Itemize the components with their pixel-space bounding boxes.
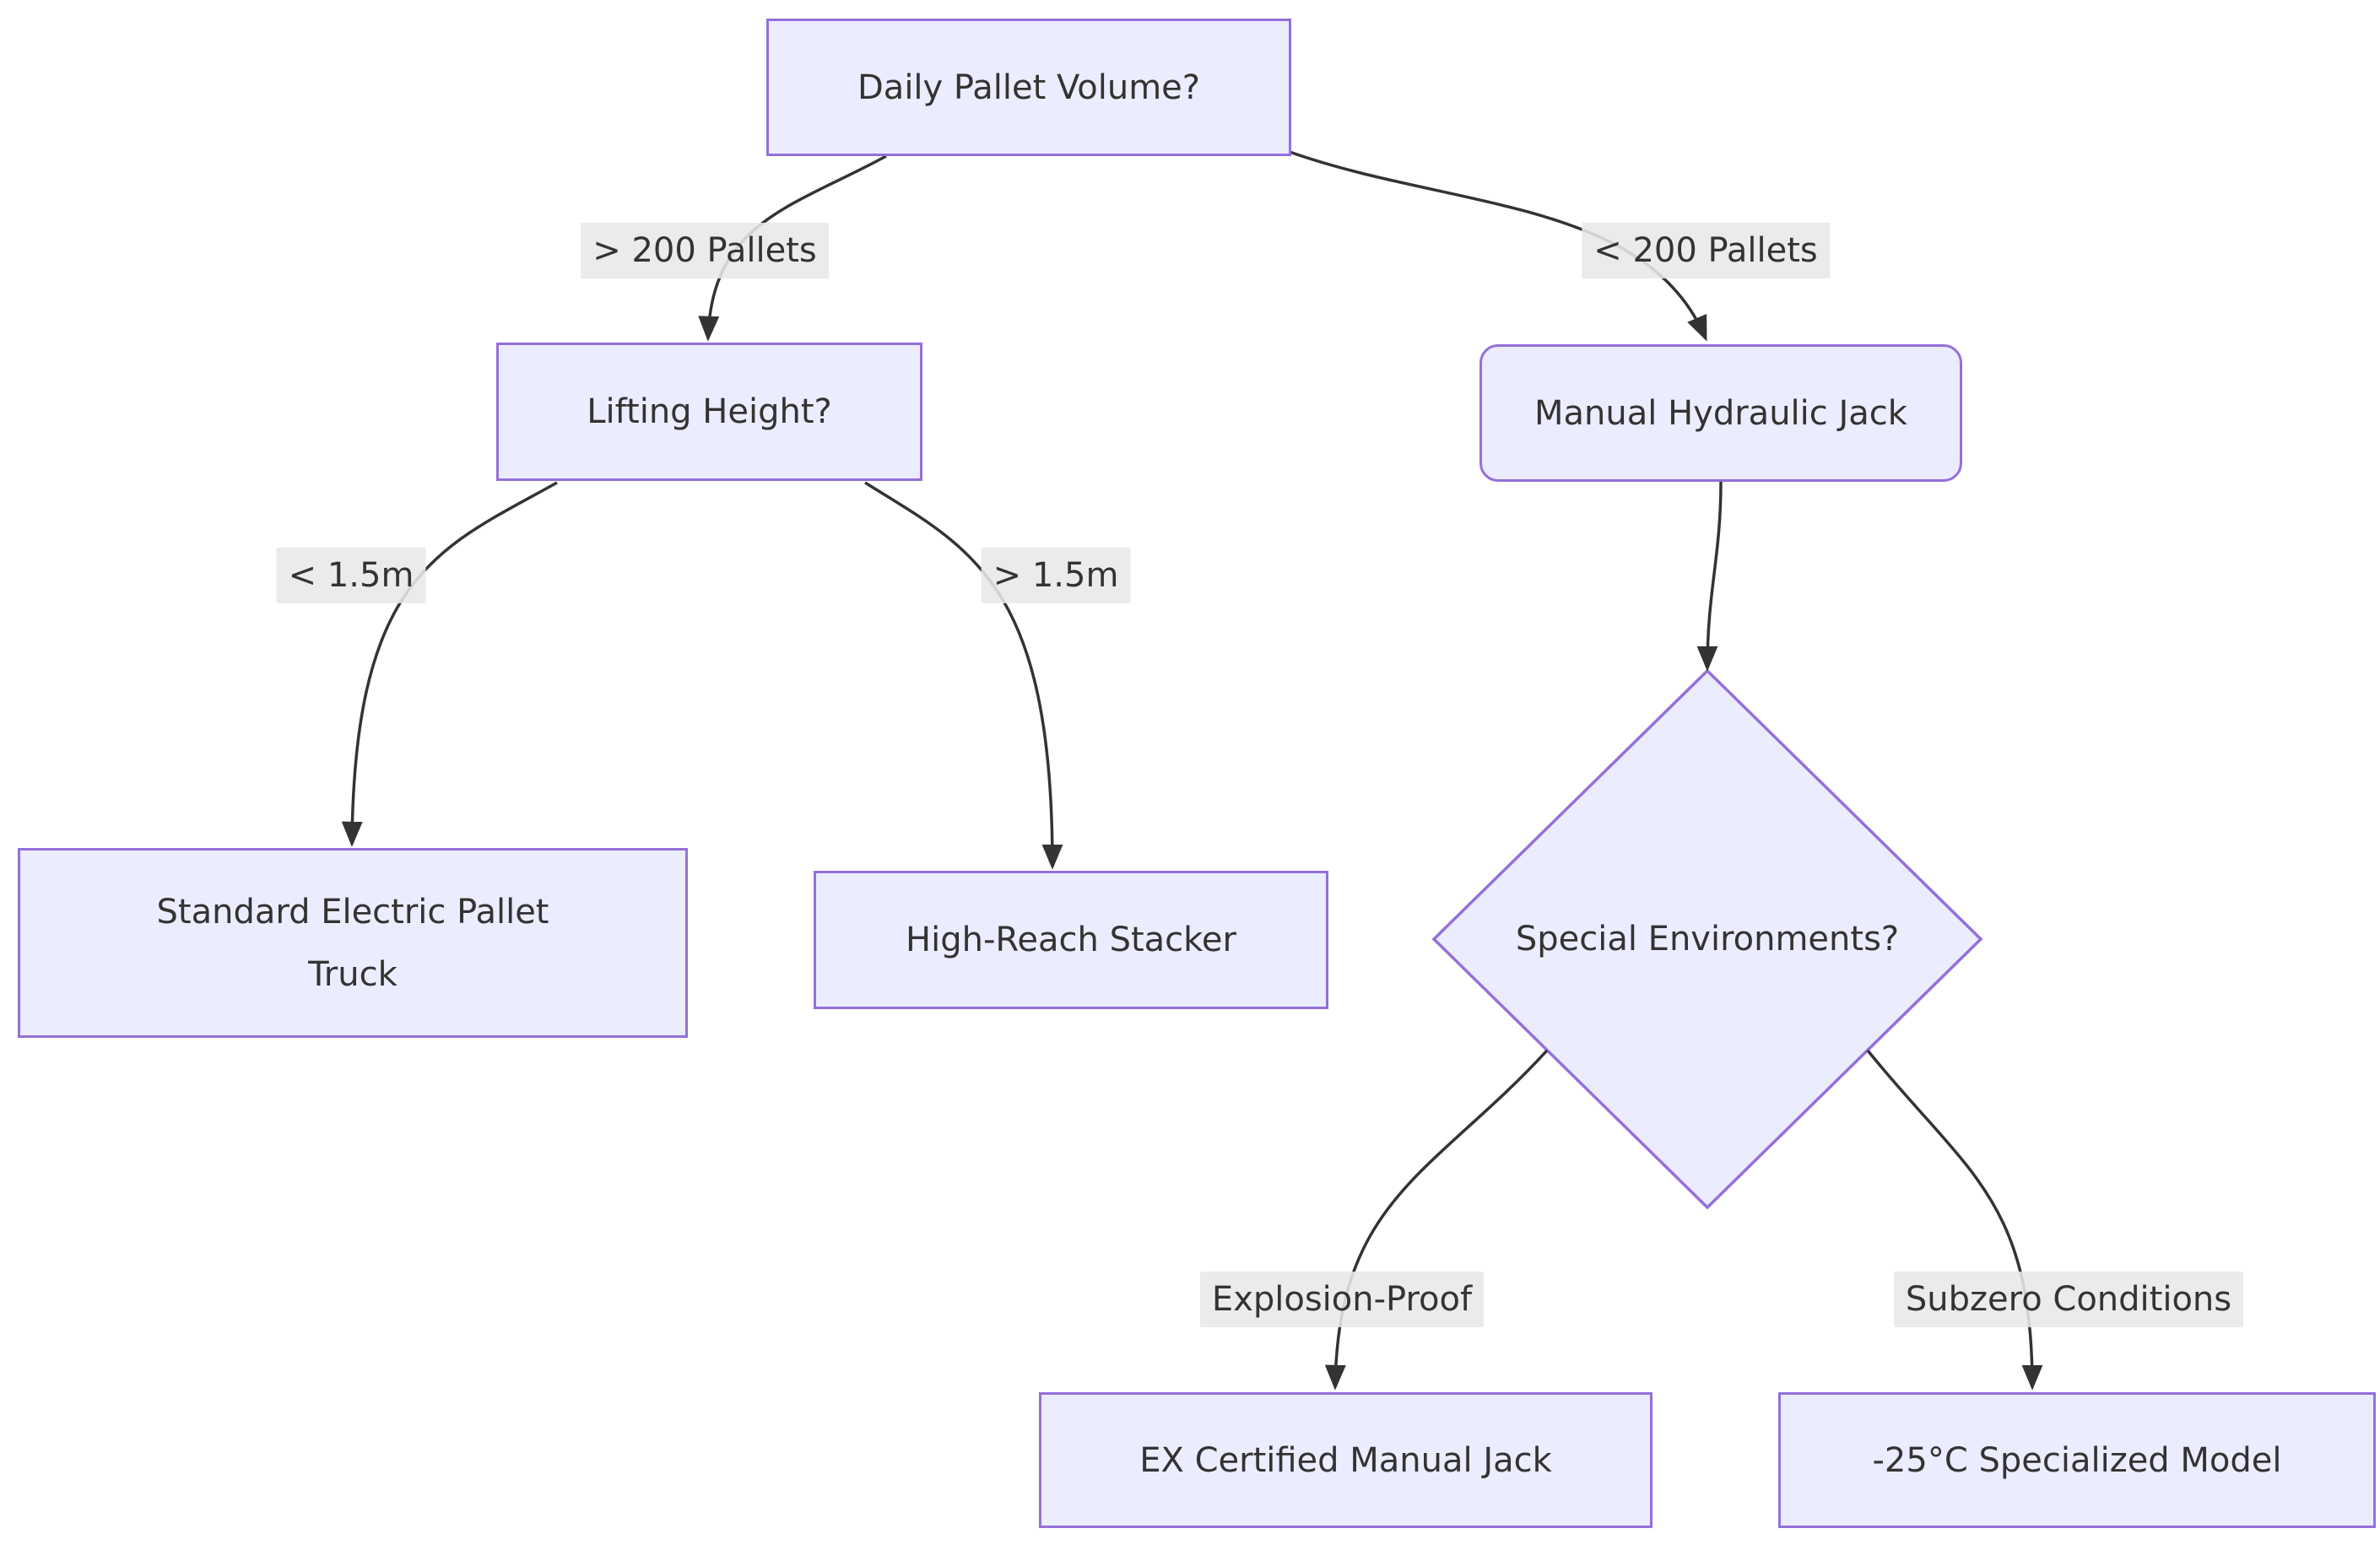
node-daily-pallet-volume: Daily Pallet Volume? bbox=[766, 19, 1291, 156]
node-special-environments-label: Special Environments? bbox=[1515, 920, 1900, 959]
edge-label-lt-200-pallets: < 200 Pallets bbox=[1582, 223, 1830, 278]
edge-label-explosion-proof: Explosion-Proof bbox=[1199, 1272, 1485, 1327]
node-standard-electric-pallet-truck-line1: Standard Electric Pallet bbox=[156, 892, 549, 932]
node-standard-electric-pallet-truck: Standard Electric Pallet Truck bbox=[18, 848, 688, 1038]
node-high-reach-stacker-label: High-Reach Stacker bbox=[906, 921, 1236, 959]
node-manual-hydraulic-jack-label: Manual Hydraulic Jack bbox=[1534, 393, 1907, 433]
edge-label-gt-200-pallets: > 200 Pallets bbox=[581, 223, 829, 278]
edge-label-subzero-conditions: Subzero Conditions bbox=[1893, 1272, 2244, 1327]
node-lifting-height: Lifting Height? bbox=[496, 343, 922, 481]
edge-lifting-to-standard-truck bbox=[341, 481, 558, 847]
node-standard-electric-pallet-truck-line2: Truck bbox=[308, 954, 398, 994]
edge-manual-jack-to-special-env bbox=[1696, 481, 1723, 672]
edge-special-env-to-subzero-model bbox=[1866, 1049, 2043, 1391]
edge-special-env-to-ex-jack bbox=[1324, 1049, 1549, 1391]
node-high-reach-stacker: High-Reach Stacker bbox=[814, 871, 1328, 1009]
edge-label-lt-1-5m: < 1.5m bbox=[276, 548, 426, 603]
edge-lifting-to-high-reach bbox=[864, 481, 1063, 870]
node-lifting-height-label: Lifting Height? bbox=[587, 392, 832, 431]
node-ex-certified-manual-jack-label: EX Certified Manual Jack bbox=[1139, 1440, 1552, 1480]
edge-daily-to-lifting bbox=[698, 154, 887, 342]
node-manual-hydraulic-jack: Manual Hydraulic Jack bbox=[1479, 344, 1962, 482]
node-subzero-specialized-model: -25°C Specialized Model bbox=[1778, 1392, 2376, 1528]
node-daily-pallet-volume-label: Daily Pallet Volume? bbox=[857, 68, 1200, 107]
edge-label-gt-1-5m: > 1.5m bbox=[981, 548, 1131, 603]
node-subzero-specialized-model-label: -25°C Specialized Model bbox=[1872, 1440, 2282, 1480]
node-ex-certified-manual-jack: EX Certified Manual Jack bbox=[1039, 1392, 1652, 1528]
node-special-environments-shape bbox=[1431, 668, 1983, 1210]
edge-daily-to-manual-jack bbox=[1289, 150, 1707, 342]
